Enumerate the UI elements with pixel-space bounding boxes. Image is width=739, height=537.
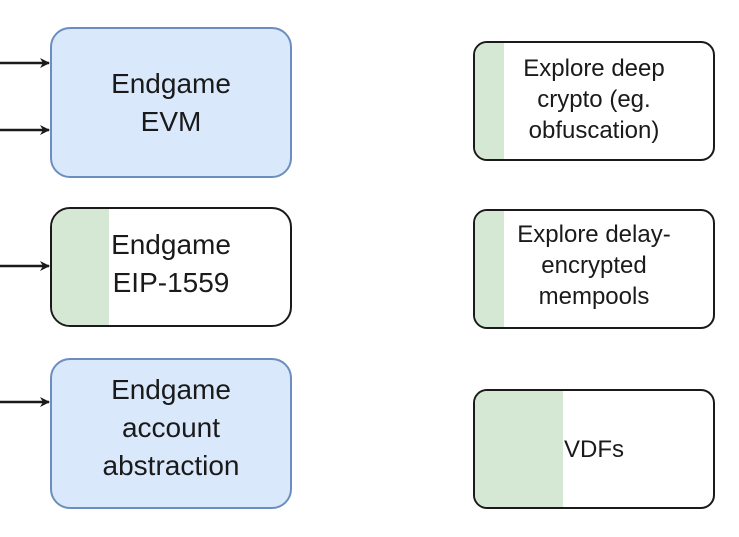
node-endgame-evm-label: Endgame EVM — [111, 67, 231, 137]
node-endgame-account-abstraction: Endgame account abstraction — [50, 358, 292, 509]
node-vdfs: VDFs — [473, 389, 715, 509]
node-explore-deep-crypto-label: Explore deep crypto (eg. obfuscation) — [523, 54, 665, 144]
node-endgame-eip1559-progress-fill — [52, 209, 110, 325]
node-endgame-account-abstraction-label: Endgame account abstraction — [102, 373, 240, 481]
node-explore-delay-encrypted-mempools-progress-fill — [475, 211, 504, 327]
node-vdfs-progress-fill — [475, 391, 564, 507]
node-vdfs-label: VDFs — [564, 435, 624, 463]
node-explore-deep-crypto-progress-fill — [475, 43, 504, 159]
node-endgame-eip1559: Endgame EIP-1559 — [50, 207, 292, 327]
node-explore-deep-crypto: Explore deep crypto (eg. obfuscation) — [473, 41, 715, 161]
node-endgame-eip1559-label: Endgame EIP-1559 — [111, 229, 231, 298]
node-endgame-evm: Endgame EVM — [50, 27, 292, 178]
node-explore-delay-encrypted-mempools-label: Explore delay- encrypted mempools — [517, 220, 671, 310]
node-explore-delay-encrypted-mempools: Explore delay- encrypted mempools — [473, 209, 715, 329]
